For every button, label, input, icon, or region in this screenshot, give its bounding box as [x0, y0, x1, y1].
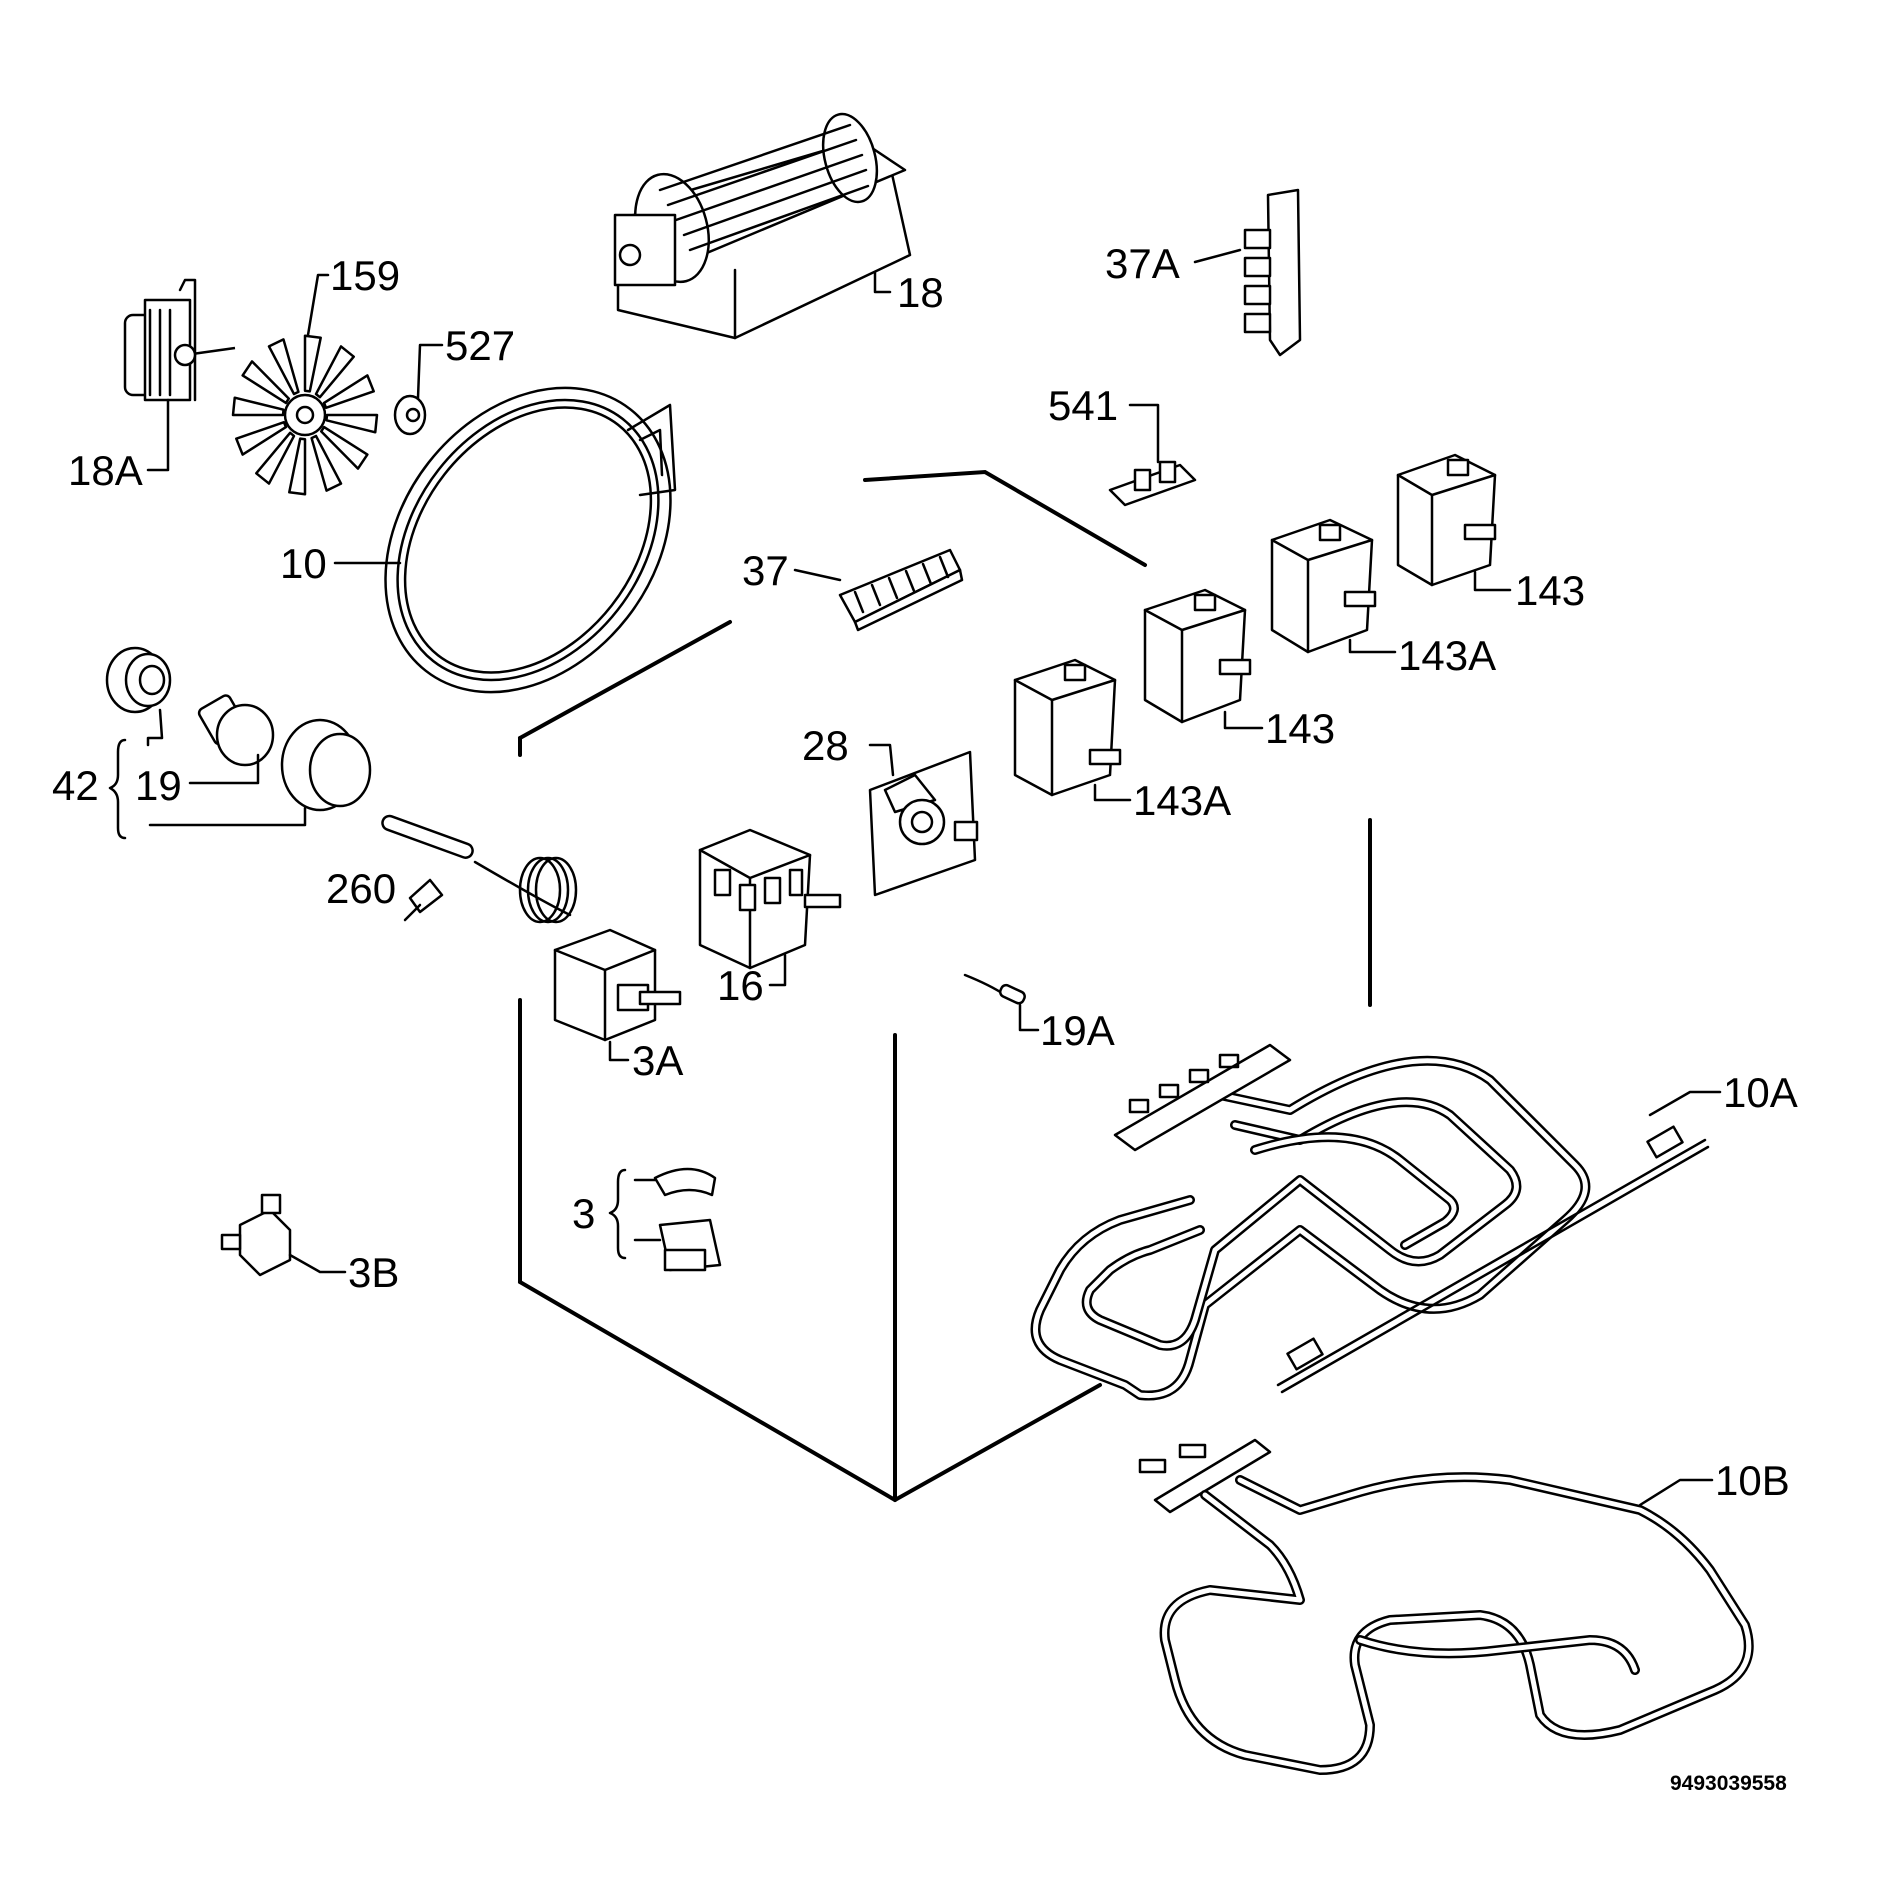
- label-260: 260: [326, 865, 396, 912]
- label-159: 159: [330, 252, 400, 299]
- label-10B: 10B: [1715, 1457, 1790, 1504]
- thermal-fuse-part-3B: [220, 1193, 347, 1277]
- label-37A: 37A: [1105, 240, 1180, 287]
- fan-blade-vane: [241, 360, 291, 405]
- label-143-top: 143: [1515, 567, 1585, 614]
- fan-motor-part-18A: [123, 278, 236, 472]
- fan-blade-vane: [255, 431, 296, 485]
- energy-regulator-part-143A-top: [1270, 518, 1397, 654]
- clip-part-260: [403, 878, 444, 922]
- label-143-mid: 143: [1265, 705, 1335, 752]
- label-19A: 19A: [1040, 1007, 1115, 1054]
- energy-regulator-part-143A-low: [1013, 658, 1132, 802]
- label-16: 16: [717, 962, 764, 1009]
- fan-blade-vane: [314, 345, 355, 399]
- label-143A-top: 143A: [1398, 632, 1496, 679]
- grill-element-part-10A: [1030, 1043, 1722, 1401]
- label-37: 37: [742, 547, 789, 594]
- fan-blade-vane: [319, 425, 369, 470]
- sensor-part-19A: [963, 973, 1040, 1032]
- tangential-fan-part-18: [613, 112, 912, 340]
- label-42: 42: [52, 762, 99, 809]
- terminal-strip-part-37: [793, 548, 964, 632]
- label-3: 3: [572, 1190, 595, 1237]
- label-19: 19: [135, 762, 182, 809]
- label-18: 18: [897, 269, 944, 316]
- label-10A: 10A: [1723, 1069, 1798, 1116]
- bottom-element-part-10B: [1138, 1438, 1754, 1775]
- label-527: 527: [445, 322, 515, 369]
- terminal-block-part-37A: [1193, 188, 1302, 357]
- fan-blade-vane: [310, 434, 343, 492]
- timer-part-28: [868, 743, 979, 897]
- brace-42: [108, 738, 127, 840]
- lamp-cover-part-42: [148, 718, 372, 827]
- selector-switch-part-16: [698, 828, 842, 987]
- brace-3: [608, 1168, 627, 1260]
- label-10: 10: [280, 540, 327, 587]
- safety-thermostat-part-3: [633, 1167, 722, 1272]
- label-3A: 3A: [632, 1037, 683, 1084]
- energy-regulator-part-143-top: [1396, 453, 1512, 592]
- fan-blade-vane: [267, 338, 300, 396]
- fan-blade-vane: [322, 374, 375, 410]
- fan-blade-part-159: [231, 273, 379, 496]
- connector-part-541: [1108, 403, 1197, 507]
- label-18A: 18A: [68, 447, 143, 494]
- energy-regulator-part-143-mid: [1143, 588, 1264, 730]
- circular-element-part-10: [333, 386, 677, 694]
- fan-blade-vane: [288, 437, 307, 496]
- fan-blade-vane: [325, 413, 379, 434]
- label-143A-low: 143A: [1133, 777, 1231, 824]
- oven-cavity-outline: [518, 469, 1372, 1503]
- label-541: 541: [1048, 382, 1118, 429]
- label-3B: 3B: [348, 1249, 399, 1296]
- lamp-bulb-part-19: [188, 694, 275, 785]
- fan-blade-vane: [231, 396, 285, 417]
- nut-part-527: [393, 343, 444, 436]
- lamp-holder-part-42: [105, 646, 172, 747]
- fan-blade-vane: [235, 420, 288, 456]
- thermostat-part-3A: [381, 814, 682, 1062]
- drawing-reference-number: 9493039558: [1670, 1772, 1787, 1795]
- label-28: 28: [802, 722, 849, 769]
- fan-blade-vane: [303, 334, 322, 393]
